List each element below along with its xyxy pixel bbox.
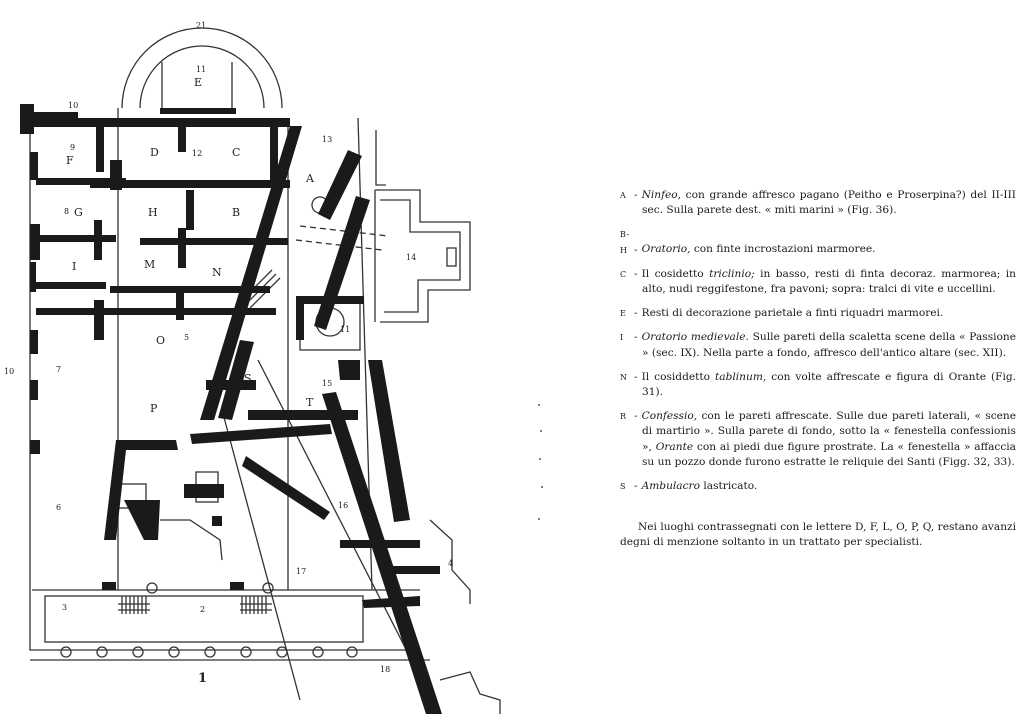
legend-text: lastricato. [703,480,758,493]
legend-key: A [620,191,627,200]
legend-key: C [620,269,627,279]
num-5: 5 [184,333,189,342]
num-7: 7 [56,365,61,374]
label-N: N [212,266,222,279]
scan-speck [541,486,543,488]
label-I: I [72,260,76,273]
legend-text-2: con ai piedi due figure prostrate. La « … [642,440,1016,468]
legend-term: Confessio, [641,410,698,423]
legend-pre: Il cosiddetto [641,370,711,383]
num-12: 12 [192,149,202,158]
label-E: E [194,76,202,89]
legend-text: con le pareti affrescate. Sulle due pare… [642,410,1016,453]
label-O: O [156,334,165,347]
legend-key: N [620,372,628,382]
label-P: P [150,402,158,415]
legend-entry-BH: B-H-Oratorio, con finte incrostazioni ma… [620,227,1016,257]
num-11-apse: 11 [196,65,206,74]
legend-key: I [620,333,624,343]
scan-speck [540,430,542,432]
label-C: C [232,146,240,159]
label-B: B [232,206,240,219]
legend-key: S [620,482,626,492]
legend-entry-A: A-Ninfeo, con grande affresco pagano (Pe… [620,189,1016,217]
num-13: 13 [322,135,332,144]
legend-note: Nei luoghi contrassegnati con le lettere… [620,521,1016,549]
legend-key: B-H [620,230,630,255]
num-3: 3 [62,603,67,612]
num-9: 9 [70,143,75,152]
label-S: S [244,372,252,385]
legend-entry-N: N-Il cosiddetto tablinum, con volte affr… [620,370,1017,399]
legend-pre: Il cosidetto [641,267,704,280]
legend-text: Resti di decorazione parietale a finti r… [641,307,944,320]
legend-text: con grande affresco pagano (Peitho e Pro… [642,189,1016,217]
legend-text: in basso, resti di finta decoraz. marmor… [642,267,1016,296]
num-10-left: 10 [4,367,14,376]
legend: A-Ninfeo, con grande affresco pagano (Pe… [620,188,1016,551]
num-2: 2 [200,605,205,614]
legend-term: triclinio; [709,267,755,280]
label-G: G [74,206,83,219]
scan-speck [538,404,540,406]
label-T: T [306,396,314,409]
legend-term: Ninfeo, [641,189,682,201]
legend-text: con volte affrescate e figura di Orante … [642,370,1017,399]
num-21: 21 [196,21,206,30]
num-15: 15 [322,379,332,388]
num-18: 18 [380,665,390,674]
label-D: D [150,146,159,159]
legend-text: con finte incrostazioni marmoree. [693,243,876,256]
floor-plan: A B C D E F G H I M N O P S T 21 11 10 9… [4,21,501,714]
legend-term: Oratorio, [641,243,691,256]
legend-entry-C: C-Il cosidetto triclinio; in basso, rest… [620,267,1016,296]
legend-term: tablinum, [715,370,767,383]
num-8: 8 [64,207,69,216]
legend-term: Oratorio medievale. [641,331,749,344]
legend-text: Sulle pareti della scaletta scene della … [642,331,1017,359]
scan-speck [539,458,541,460]
legend-entry-S: S-Ambulacro lastricato. [620,479,1016,494]
num-1: 1 [198,671,207,686]
label-F: F [66,154,74,167]
legend-term-2: Orante [655,440,694,453]
num-16: 16 [338,501,348,510]
num-10-top: 10 [68,101,78,110]
legend-entry-I: I-Oratorio medievale. Sulle pareti della… [620,331,1017,359]
scan-speck [538,518,540,520]
num-14: 14 [406,253,416,262]
legend-key: R [620,412,627,422]
num-17: 17 [296,567,306,576]
num-6: 6 [56,503,61,512]
label-H: H [148,206,158,219]
num-11-chapel: 11 [340,325,350,334]
legend-entry-E: E-Resti di decorazione parietale a finti… [620,306,1016,321]
label-M: M [144,258,155,271]
legend-entry-R: R-Confessio, con le pareti affrescate. S… [620,410,1016,468]
label-A: A [305,172,315,185]
num-4: 4 [448,559,453,568]
legend-term: Ambulacro [641,480,700,493]
legend-key: E [620,309,627,319]
